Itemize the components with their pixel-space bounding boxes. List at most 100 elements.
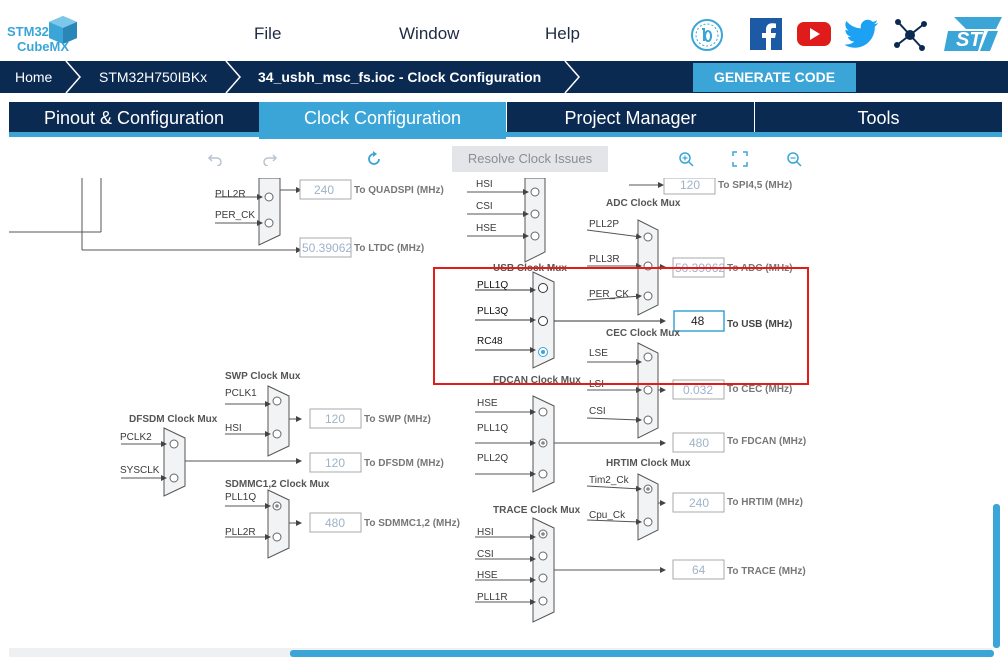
ltdc-value: 50.39062 — [302, 241, 352, 255]
tab-project-manager[interactable]: Project Manager — [507, 102, 754, 132]
adc-input-label: PLL2P — [589, 219, 619, 230]
network-share-icon[interactable] — [893, 18, 927, 52]
facebook-icon[interactable] — [750, 18, 782, 50]
swp-input-label: HSI — [225, 423, 242, 434]
breadcrumb-home[interactable]: Home — [15, 69, 53, 85]
trace-value: 64 — [692, 563, 706, 577]
cec-mux[interactable] — [586, 342, 666, 439]
chevron-right-icon — [65, 61, 81, 93]
chevron-right-icon — [225, 61, 241, 93]
hrtim-mux-title: HRTIM Clock Mux — [606, 458, 691, 469]
usb-dest-label: To USB (MHz) — [727, 319, 792, 330]
cec-mux-title: CEC Clock Mux — [606, 328, 680, 339]
trace-input-label: HSE — [477, 570, 498, 581]
spi45-value: 120 — [680, 178, 700, 192]
anniversary-badge-icon[interactable] — [690, 18, 724, 52]
tab-underline — [9, 132, 1002, 137]
spi45-input-label: CSI — [476, 201, 493, 212]
youtube-icon[interactable] — [797, 21, 831, 47]
usb-highlight-box — [433, 267, 809, 385]
trace-mux-title: TRACE Clock Mux — [493, 505, 581, 516]
hrtim-value: 240 — [689, 496, 709, 510]
sdmmc-input-label: PLL1Q — [225, 492, 256, 503]
hrtim-dest-label: To HRTIM (MHz) — [727, 497, 803, 508]
menu-help[interactable]: Help — [545, 24, 580, 43]
redo-icon[interactable] — [262, 152, 278, 166]
refresh-icon[interactable] — [366, 151, 382, 167]
logo-text-line1: STM32 — [7, 24, 49, 39]
twitter-icon[interactable] — [845, 19, 879, 49]
spi45-mux[interactable] — [467, 178, 664, 263]
hrtim-input-label: Tim2_Ck — [589, 475, 630, 486]
dfsdm-input-label: SYSCLK — [120, 465, 160, 476]
usb-value-box[interactable]: 48 — [673, 310, 725, 332]
vertical-scrollbar-thumb[interactable] — [993, 504, 1000, 648]
zoom-in-icon[interactable] — [678, 151, 694, 167]
dfsdm-mux[interactable] — [121, 427, 302, 497]
fdcan-value-box[interactable]: 480 — [672, 432, 725, 453]
swp-dest-label: To SWP (MHz) — [364, 414, 431, 425]
ltdc-value-box[interactable]: 50.39062 — [299, 237, 352, 258]
quadspi-mux[interactable] — [215, 178, 302, 246]
tab-tools[interactable]: Tools — [755, 102, 1002, 132]
breadcrumb-file[interactable]: 34_usbh_msc_fs.ioc - Clock Configuration — [258, 69, 542, 85]
logo-text-line2: CubeMX — [17, 39, 69, 54]
fdcan-input-label: HSE — [477, 398, 498, 409]
dfsdm-dest-label: To DFSDM (MHz) — [364, 458, 444, 469]
top-menu-bar: STM32 CubeMX File Window Help ST — [0, 0, 1008, 61]
swp-input-label: PCLK1 — [225, 388, 257, 399]
trace-input-label: CSI — [477, 549, 494, 560]
fdcan-input-label: PLL1Q — [477, 423, 508, 434]
cec-dest-label: To CEC (MHz) — [727, 384, 792, 395]
swp-value-box[interactable]: 120 — [309, 408, 362, 429]
spi45-input-label: HSI — [476, 179, 493, 190]
hrtim-value-box[interactable]: 240 — [672, 492, 725, 513]
swp-value: 120 — [325, 412, 345, 426]
trace-input-label: HSI — [477, 527, 494, 538]
hrtim-input-label: Cpu_Ck — [589, 510, 626, 521]
sdmmc-dest-label: To SDMMC1,2 (MHz) — [364, 518, 460, 529]
undo-icon[interactable] — [207, 152, 223, 166]
chevron-right-icon — [564, 61, 580, 93]
generate-code-button[interactable]: GENERATE CODE — [693, 63, 856, 92]
usb-input-label: RC48 — [477, 336, 503, 347]
fdcan-dest-label: To FDCAN (MHz) — [727, 436, 806, 447]
spi45-value-box[interactable]: 120 — [663, 178, 716, 195]
sdmmc-mux[interactable] — [225, 489, 302, 559]
dfsdm-input-label: PCLK2 — [120, 432, 152, 443]
hrtim-mux[interactable] — [586, 473, 666, 541]
trace-value-box[interactable]: 64 — [672, 559, 725, 580]
fit-screen-icon[interactable] — [732, 151, 748, 167]
zoom-out-icon[interactable] — [786, 151, 802, 167]
clock-tree-diagram: PLL2R PER_CK 240 To QUADSPI (MHz) 50.390… — [9, 178, 806, 623]
st-logo-icon[interactable]: ST — [944, 17, 1002, 51]
quadspi-value: 240 — [314, 183, 334, 197]
trace-mux[interactable] — [475, 517, 666, 623]
quadspi-input-label: PLL2R — [215, 189, 246, 200]
fdcan-mux[interactable] — [475, 395, 666, 493]
menu-window[interactable]: Window — [399, 24, 460, 43]
sdmmc-input-label: PLL2R — [225, 527, 256, 538]
dfsdm-value-box[interactable]: 120 — [309, 452, 362, 473]
cec-value: 0.032 — [683, 383, 713, 397]
tab-pinout-configuration[interactable]: Pinout & Configuration — [9, 102, 259, 132]
svg-text:ST: ST — [956, 29, 983, 51]
sdmmc-mux-title: SDMMC1,2 Clock Mux — [225, 479, 330, 490]
clock-tree-canvas[interactable]: PLL2R PER_CK 240 To QUADSPI (MHz) 50.390… — [9, 178, 992, 648]
dfsdm-value: 120 — [325, 456, 345, 470]
resolve-clock-issues-button[interactable]: Resolve Clock Issues — [452, 146, 608, 172]
spi45-dest-label: To SPI4,5 (MHz) — [718, 180, 792, 191]
cec-input-label: CSI — [589, 406, 606, 417]
usb-mux[interactable] — [475, 271, 666, 369]
swp-mux[interactable] — [225, 385, 302, 457]
breadcrumb-device[interactable]: STM32H750IBKx — [99, 69, 208, 85]
swp-mux-title: SWP Clock Mux — [225, 371, 301, 382]
horizontal-scrollbar-thumb[interactable] — [290, 650, 994, 657]
quadspi-value-box[interactable]: 240 — [299, 179, 352, 200]
menu-file[interactable]: File — [254, 24, 282, 43]
trace-input-label: PLL1R — [477, 592, 508, 603]
adc-input-label: PER_CK — [589, 289, 629, 300]
vertical-scrollbar[interactable] — [992, 178, 1001, 648]
cec-input-label: LSE — [589, 348, 608, 359]
sdmmc-value-box[interactable]: 480 — [309, 512, 362, 533]
